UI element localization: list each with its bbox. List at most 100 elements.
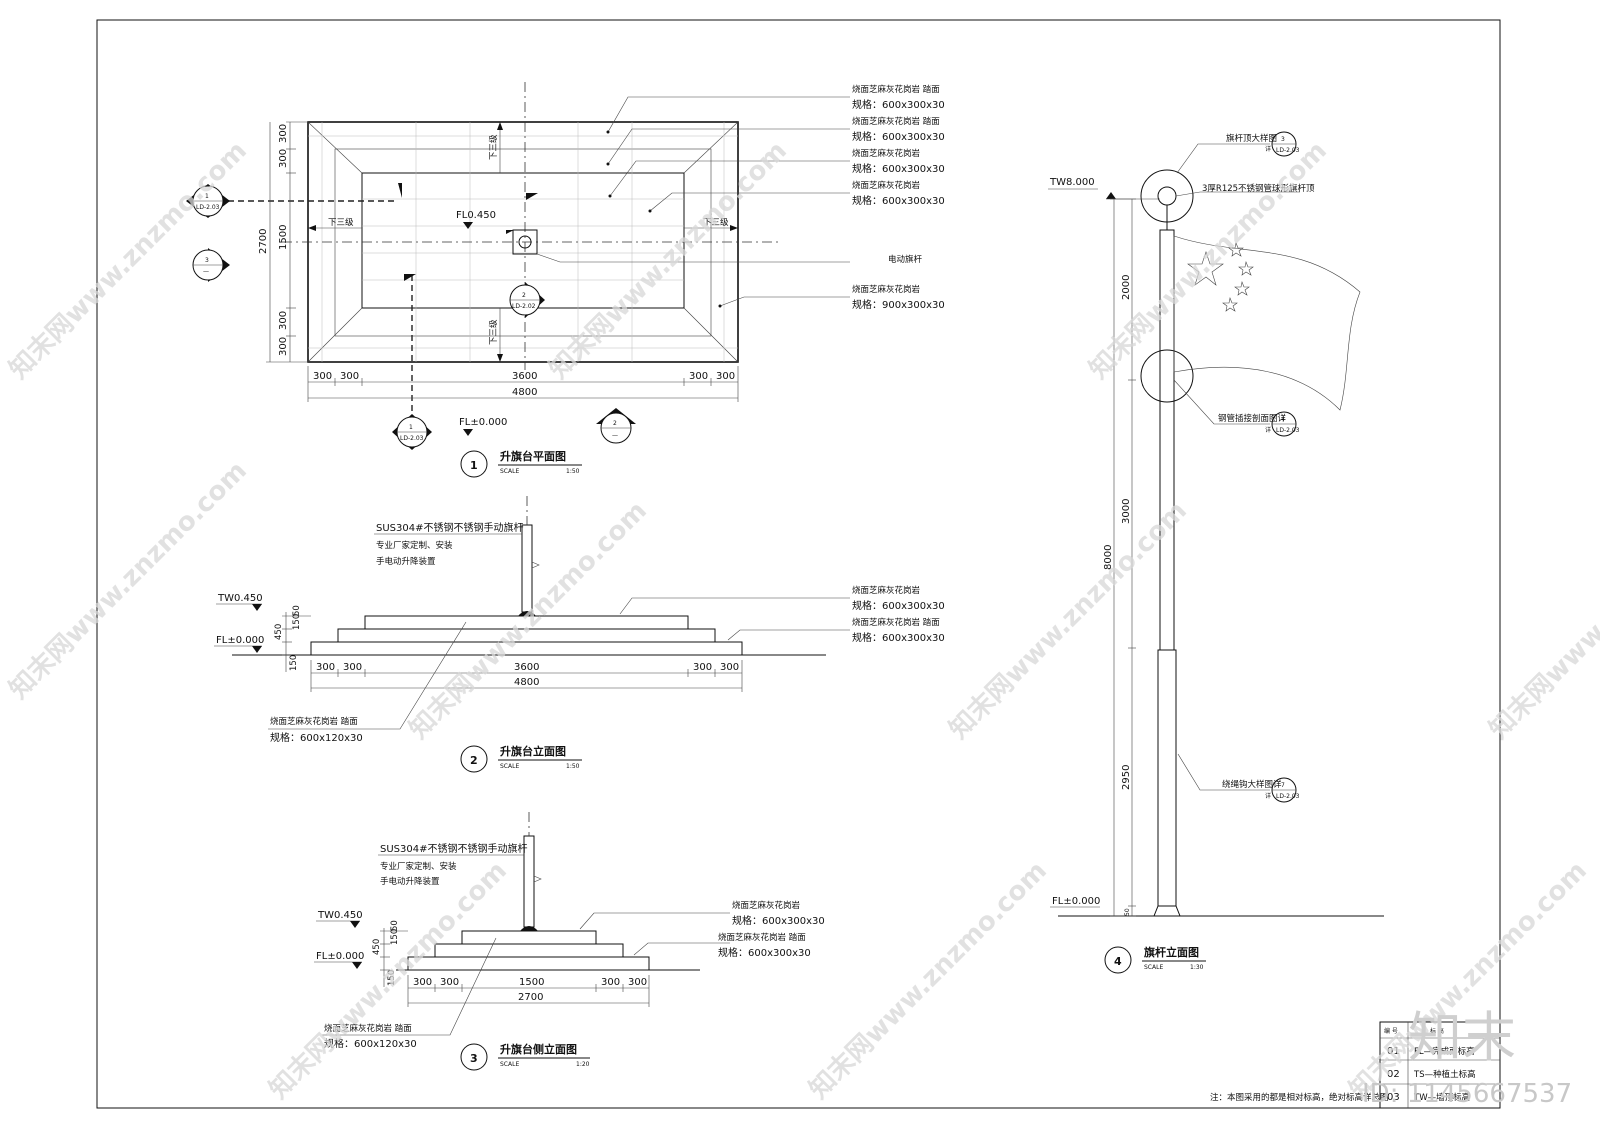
level-marker-icon xyxy=(350,921,360,928)
side-callout-r2b: 规格：600x300x30 xyxy=(718,946,811,959)
section-mark-ref: — xyxy=(203,268,209,275)
elev-vdim-3: 150 xyxy=(289,655,299,671)
pole-callout-ball: 3厚R125不锈钢管球形旗杆顶 xyxy=(1202,183,1315,194)
plan-dim-h-2: 3600 xyxy=(512,371,537,382)
plan-callouts: 烧面芝麻灰花岗岩 踏面 规格：600x300x30 烧面芝麻灰花岗岩 踏面 规格… xyxy=(852,84,945,311)
section-marker-1-bottom: 1 LD-2.03 xyxy=(392,414,432,450)
elev-callout-left-a: 烧面芝麻灰花岗岩 踏面 xyxy=(270,716,358,727)
plan-dim-h-1: 300 xyxy=(340,371,359,382)
side-elevation-view: SUS304#不锈钢不锈钢手动旗杆 专业厂家定制、安装 手电动升降装置 TW0.… xyxy=(314,812,825,1071)
side-callout-r1a: 烧面芝麻灰花岗岩 xyxy=(732,900,801,911)
elev-callout-left-b: 规格：600x120x30 xyxy=(270,731,363,744)
elev-scale-label: SCALE xyxy=(500,763,519,770)
plan-callout-0-l2: 规格：600x300x30 xyxy=(852,98,945,111)
section-mark-num: 1 xyxy=(205,193,209,200)
side-vdim-3: 150 xyxy=(387,970,397,986)
section-mark-num: 1 xyxy=(409,424,413,431)
plan-pole-base xyxy=(512,229,538,255)
plan-callout-2-l1: 烧面芝麻灰花岗岩 xyxy=(852,148,921,159)
step-down-left-label: 下三级 xyxy=(328,217,354,228)
plan-dims-bottom: 300 300 3600 300 300 4800 xyxy=(307,366,739,402)
elev-pole-note-1: SUS304#不锈钢不锈钢手动旗杆 xyxy=(376,521,523,534)
pole-callout-top-num: 3 xyxy=(1281,136,1285,143)
plan-callout-3-l1: 烧面芝麻灰花岗岩 xyxy=(852,180,921,191)
side-fl-label: FL±0.000 xyxy=(316,951,364,962)
image-id-label: ID: 1145667537 xyxy=(1362,1079,1572,1109)
watermark-text: 知末网www.znzmo.com xyxy=(264,856,513,1105)
elev-vdim-2: 450 xyxy=(274,624,284,640)
elev-callout-r2b: 规格：600x300x30 xyxy=(852,631,945,644)
plan-callout-1-l2: 规格：600x300x30 xyxy=(852,130,945,143)
plan-step2-outline xyxy=(334,148,712,337)
table-row-1-desc: TS—种植土标高 xyxy=(1413,1069,1476,1080)
section-marker-1-left: 1 LD-2.03 xyxy=(186,184,230,218)
level-marker-icon xyxy=(352,962,362,969)
flag-marker-icon xyxy=(404,274,416,281)
section-mark-num: 3 xyxy=(205,257,209,264)
side-pole-note-1: SUS304#不锈钢不锈钢手动旗杆 xyxy=(380,842,527,855)
section-mark-num: 2 xyxy=(613,420,617,427)
pole-callout-low-ref: LD-2.03 xyxy=(1276,793,1300,800)
elev-dim-1: 300 xyxy=(343,662,362,673)
legend-table: 编 号 标 高 01 FL—完成面标高 02 TS—种植土标高 03 TW—墙顶… xyxy=(1379,1021,1501,1109)
elev-vdim-1: 50 xyxy=(292,605,302,616)
side-dim-4: 300 xyxy=(628,977,647,988)
pole-vdim-1: 3000 xyxy=(1121,499,1132,524)
elev-tw-label: TW0.450 xyxy=(217,593,263,604)
table-row-2-desc: TW—墙顶标高 xyxy=(1413,1092,1470,1103)
section-marker-3-left: 3 — xyxy=(192,248,230,282)
side-tw-label: TW0.450 xyxy=(317,910,363,921)
pole-fl-label: FL±0.000 xyxy=(1052,896,1100,907)
table-row-2-code: 03 xyxy=(1387,1092,1400,1103)
step-down-bottom-label: 下三级 xyxy=(488,319,499,345)
elev-step-1 xyxy=(310,641,743,656)
plan-title: 升旗台平面图 xyxy=(500,449,566,463)
side-dim-0: 300 xyxy=(413,977,432,988)
plan-pole-circle xyxy=(518,235,532,249)
elev-dim-4: 300 xyxy=(720,662,739,673)
plan-dim-h-0: 300 xyxy=(313,371,332,382)
elev-fl-label: FL±0.000 xyxy=(216,635,264,646)
side-title-num: 3 xyxy=(470,1052,478,1065)
plan-dim-v-1: 300 xyxy=(278,149,289,168)
pole-callout-top-prefix: 详 xyxy=(1265,145,1271,153)
section-mark-ref: LD-2.03 xyxy=(196,204,220,211)
table-row-0-code: 01 xyxy=(1387,1046,1400,1057)
plan-title-num: 1 xyxy=(470,459,478,472)
pole-tw-label: TW8.000 xyxy=(1049,177,1095,188)
elev-scale: 1:50 xyxy=(566,763,580,770)
plan-dim-v-total: 2700 xyxy=(258,229,269,254)
side-vdim-2: 450 xyxy=(372,939,382,955)
step-down-top-label: 下三级 xyxy=(488,134,499,160)
plan-title-block: 1 升旗台平面图 SCALE 1:50 xyxy=(460,449,582,478)
level-marker-icon xyxy=(252,646,262,653)
elev-pole-note-2: 专业厂家定制、安装 xyxy=(376,540,453,551)
plan-dim-v-3: 300 xyxy=(278,311,289,330)
section-mark-num: 2 xyxy=(522,292,526,299)
brand-logo: 知末 xyxy=(1408,1006,1516,1069)
pole-callout-mid-num: 4 xyxy=(1281,416,1285,423)
elevation-view: SUS304#不锈钢不锈钢手动旗杆 专业厂家定制、安装 手电动升降装置 TW0.… xyxy=(214,496,945,773)
elev-callout-r1a: 烧面芝麻灰花岗岩 xyxy=(852,585,921,596)
side-callout-left-b: 规格：600x120x30 xyxy=(324,1037,417,1050)
plan-dim-v-0: 300 xyxy=(278,124,289,143)
pole-callout-mid-prefix: 详 xyxy=(1265,426,1271,434)
flag-marker-icon xyxy=(398,183,402,198)
table-row-1-code: 02 xyxy=(1387,1069,1400,1080)
pole-callout-low: 绕绳钩大样图详 xyxy=(1222,779,1282,790)
elev-dim-0: 300 xyxy=(316,662,335,673)
plan-leaders xyxy=(536,96,850,308)
pole-vdim-3: 50 xyxy=(1124,908,1131,916)
plan-view: 下三级 下三级 下三级 下三级 FL0.450 300 300 1500 300… xyxy=(186,82,945,478)
watermark-text: 知末网www.znzmo.com xyxy=(1484,496,1600,745)
elev-title-num: 2 xyxy=(470,754,478,767)
plan-callout-4-l1: 电动旗杆 xyxy=(888,254,923,265)
watermark-text: 知末网www.znzmo.com xyxy=(944,496,1193,745)
plan-callout-2-l2: 规格：600x300x30 xyxy=(852,162,945,175)
flag-star-icon xyxy=(1187,241,1254,312)
level-marker-icon xyxy=(463,429,473,436)
pole-vdim-2: 2950 xyxy=(1121,765,1132,790)
flag-marker-icon xyxy=(526,193,538,200)
plan-callout-5-l2: 规格：900x300x30 xyxy=(852,298,945,311)
plan-base-level: FL±0.000 xyxy=(459,417,507,428)
